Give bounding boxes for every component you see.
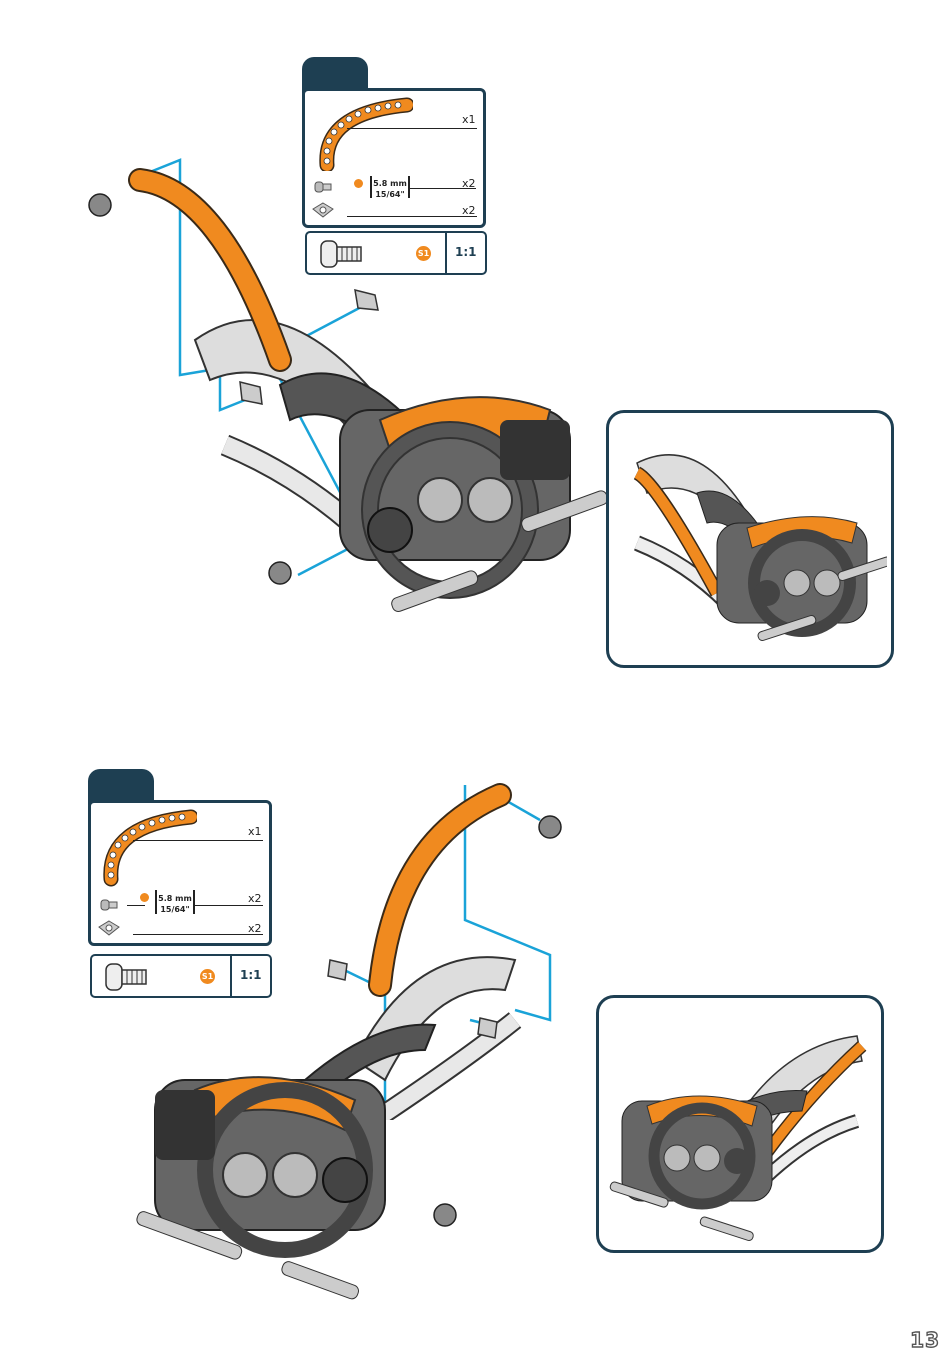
step-2-result-inset: [596, 995, 884, 1253]
step-2-result-illustration: [607, 1006, 877, 1246]
strip-qty: x1: [462, 113, 476, 126]
screw-icon: [99, 897, 119, 913]
nut-icon: [97, 919, 121, 939]
step-1-result-illustration: [617, 423, 887, 658]
step-2-engine-illustration: [135, 1060, 465, 1310]
step-1-result-inset: [606, 410, 894, 668]
step-1-assembly-illustration: [80, 150, 610, 650]
page-number: 13: [910, 1328, 940, 1352]
